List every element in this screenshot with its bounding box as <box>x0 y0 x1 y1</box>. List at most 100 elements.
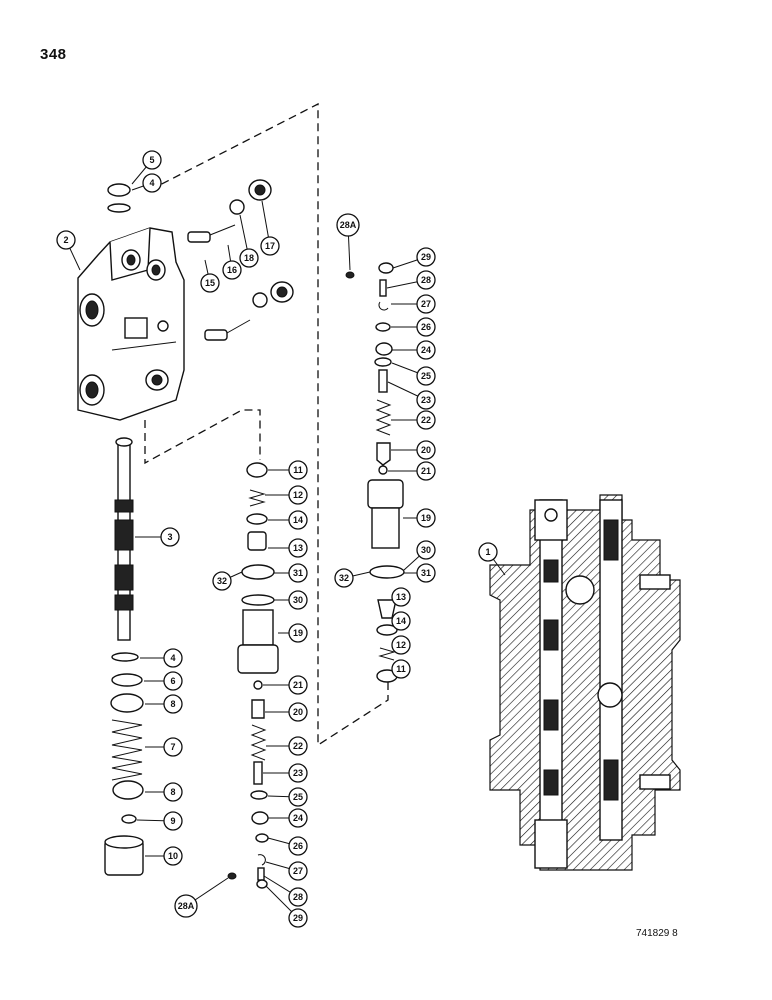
callout-28a: 28A <box>174 877 229 918</box>
callout-circle <box>288 563 308 583</box>
callout-circle <box>288 763 308 783</box>
callout-13: 13 <box>391 587 411 607</box>
callout-circle <box>288 538 308 558</box>
plug <box>251 811 269 825</box>
callout-17: 17 <box>260 200 280 256</box>
callout-circle <box>416 390 436 410</box>
snap-ring <box>257 854 266 866</box>
callout-label: 8 <box>170 699 175 709</box>
callout-label: 11 <box>396 664 406 674</box>
callout-5: 5 <box>131 150 162 185</box>
callout-label: 15 <box>205 278 215 288</box>
o-ring <box>111 652 139 662</box>
callout-circle <box>163 846 183 866</box>
callout-label: 14 <box>396 616 406 626</box>
callout-circle <box>416 366 436 386</box>
callout-circle <box>416 340 436 360</box>
callout-18: 18 <box>239 214 259 268</box>
callout-label: 6 <box>170 676 175 686</box>
callout-label: 4 <box>149 178 154 188</box>
callout-12: 12 <box>265 485 308 505</box>
plug <box>270 281 294 303</box>
seal <box>110 693 144 713</box>
washer <box>111 673 143 687</box>
callout-circle <box>288 675 308 695</box>
callout-circle <box>288 908 308 928</box>
callout-circle <box>416 540 436 560</box>
spring <box>250 724 267 761</box>
callout-label: 30 <box>293 595 303 605</box>
callout-label: 16 <box>227 265 237 275</box>
callout-circle <box>334 568 354 588</box>
cap <box>378 262 394 274</box>
callout-30: 30 <box>274 590 308 610</box>
callout-4: 4 <box>140 648 183 668</box>
callout-circle <box>163 648 183 668</box>
figure-code: 741829 8 <box>636 928 678 939</box>
callout-12: 12 <box>391 635 411 655</box>
o-ring <box>241 594 275 606</box>
callout-label: 25 <box>293 792 303 802</box>
callout-label: 1 <box>485 547 490 557</box>
callout-circle <box>288 787 308 807</box>
callout-circle <box>416 317 436 337</box>
callout-label: 21 <box>421 466 431 476</box>
relief-valve-cartridge <box>367 479 404 549</box>
callout-label: 13 <box>293 543 303 553</box>
callout-label: 19 <box>293 628 303 638</box>
callout-label: 27 <box>293 866 303 876</box>
callout-circle <box>288 460 308 480</box>
callout-circle <box>336 213 360 237</box>
cap <box>256 879 268 889</box>
callout-label: 19 <box>421 513 431 523</box>
ball <box>345 271 355 279</box>
callout-label: 25 <box>421 371 431 381</box>
callout-label: 7 <box>170 742 175 752</box>
callout-7: 7 <box>145 737 183 757</box>
page-number: 348 <box>40 46 67 63</box>
callout-label: 24 <box>421 345 431 355</box>
backup-ring <box>241 564 275 580</box>
callout-22: 22 <box>266 736 308 756</box>
callout-11: 11 <box>268 460 308 480</box>
callout-label: 26 <box>293 841 303 851</box>
callout-circle <box>391 659 411 679</box>
callout-29: 29 <box>392 247 436 269</box>
callout-20: 20 <box>391 440 436 460</box>
callout-circle <box>416 508 436 528</box>
callout-label: 11 <box>293 465 303 475</box>
callout-24: 24 <box>392 340 436 360</box>
callout-label: 5 <box>149 155 154 165</box>
callout-label: 23 <box>421 395 431 405</box>
callout-label: 31 <box>293 568 303 578</box>
callout-23: 23 <box>387 381 436 410</box>
callout-16: 16 <box>222 244 242 280</box>
callout-28a: 28A <box>336 213 360 271</box>
callout-circle <box>288 861 308 881</box>
callout-26: 26 <box>391 317 436 337</box>
o-ring <box>378 465 388 475</box>
callout-circle <box>142 150 162 170</box>
poppet <box>376 442 391 466</box>
callout-circle <box>288 887 308 907</box>
callout-label: 18 <box>244 253 254 263</box>
callout-circle <box>288 485 308 505</box>
callout-label: 28 <box>293 892 303 902</box>
callout-circle <box>391 635 411 655</box>
snap-ring <box>378 301 389 311</box>
plug <box>248 179 272 201</box>
callout-label: 29 <box>421 252 431 262</box>
callout-circle <box>288 836 308 856</box>
callout-label: 12 <box>293 490 303 500</box>
callout-label: 13 <box>396 592 406 602</box>
callout-3: 3 <box>135 527 180 547</box>
valve-section-view <box>489 494 681 871</box>
callout-circle <box>288 590 308 610</box>
callout-6: 6 <box>144 671 183 691</box>
callout-label: 21 <box>293 680 303 690</box>
callout-23: 23 <box>263 763 308 783</box>
load-check-bolt <box>187 224 236 243</box>
plug <box>375 342 393 356</box>
pin <box>257 867 265 881</box>
